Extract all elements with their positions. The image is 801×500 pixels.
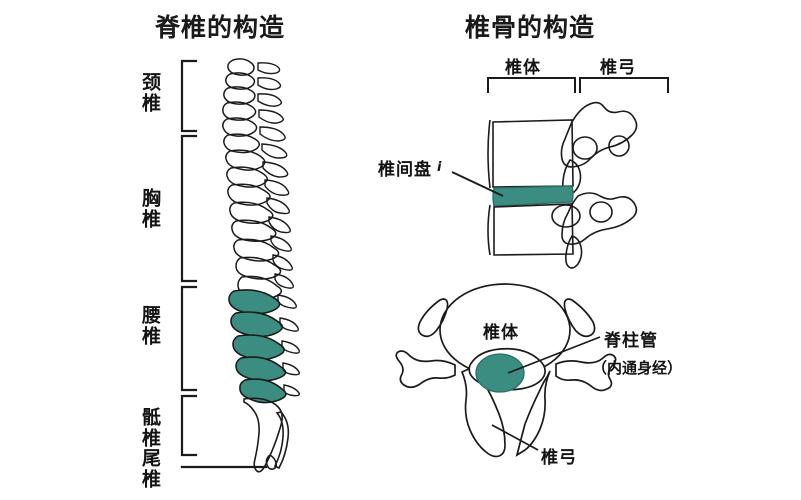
leader-vertebral-arch-bottom xyxy=(491,424,539,451)
page-title-vertebra: 椎骨的构造 xyxy=(465,13,596,42)
region-label-lumbar: 腰椎 xyxy=(139,305,161,347)
label-intervertebral-disc: 椎间盘 xyxy=(378,160,432,180)
bracket-vertebral-body xyxy=(487,77,576,93)
label-vertebral-body-center: 椎体 xyxy=(483,323,519,343)
region-label-cervical: 颈椎 xyxy=(139,72,161,114)
region-label-sacral: 骶椎 xyxy=(139,407,161,449)
note-spinal-canal: （内通身经） xyxy=(592,359,683,377)
lower-vertebral-body xyxy=(487,203,574,256)
bracket-thoracic xyxy=(180,134,198,283)
lumbar-vertebrae-highlighted xyxy=(228,289,287,404)
bracket-lumbar xyxy=(180,285,198,392)
upper-vertebral-arch xyxy=(560,101,638,195)
sacrum-coccyx xyxy=(243,397,290,473)
bracket-sacral xyxy=(180,394,198,457)
region-label-thoracic: 胸椎 xyxy=(139,188,161,230)
spinous-processes xyxy=(257,62,300,397)
leader-intervertebral-disc xyxy=(451,171,504,197)
spinal-canal-highlight xyxy=(475,353,525,393)
label-vertebral-arch-bottom: 椎弓 xyxy=(541,448,577,468)
bracket-vertebral-arch xyxy=(579,77,669,93)
label-vertebral-arch-top: 椎弓 xyxy=(600,58,636,78)
leader-spinal-canal xyxy=(507,336,601,374)
marker-intervertebral-disc: i xyxy=(437,160,442,175)
upper-vertebral-body xyxy=(487,119,574,189)
lower-vertebral-arch xyxy=(551,192,638,269)
intervertebral-disc-highlight xyxy=(492,185,574,207)
page-title-spine: 脊椎的构造 xyxy=(155,13,286,42)
cervical-vertebrae xyxy=(222,58,260,154)
thoracic-vertebrae xyxy=(225,149,283,300)
region-bracket-group xyxy=(180,59,268,469)
bracket-cervical xyxy=(180,59,198,133)
region-label-coccyx: 尾椎 xyxy=(139,448,161,490)
label-vertebral-body-top: 椎体 xyxy=(505,58,541,78)
label-spinal-canal: 脊柱管 xyxy=(604,331,658,351)
